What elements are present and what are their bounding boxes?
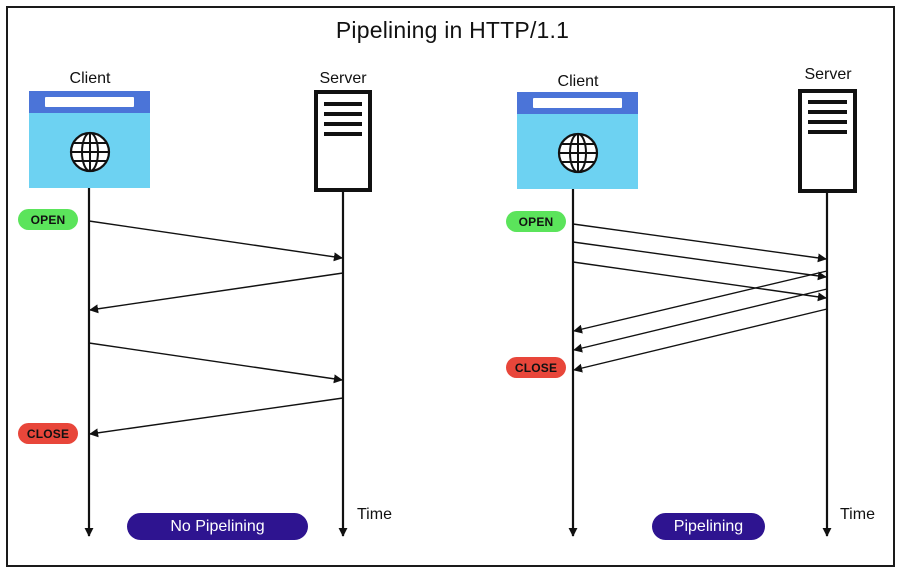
left-caption-badge: No Pipelining [127,513,308,540]
right-request-3-arrow [572,261,827,302]
left-open-badge: OPEN [18,209,78,230]
globe-icon [557,132,599,174]
left-request-2-arrow [88,342,343,384]
left-client-label: Client [69,70,111,87]
right-response-1-arrow [573,270,828,334]
diagram-title: Pipelining in HTTP/1.1 [335,17,570,43]
left-time-label: Time [357,506,392,523]
right-open-badge: OPEN [506,211,566,232]
globe-icon [69,131,111,173]
right-close-badge: CLOSE [506,357,566,378]
left-close-badge: CLOSE [18,423,78,444]
right-server-label: Server [804,66,852,83]
left-response-1-arrow [89,272,344,314]
right-time-label: Time [840,506,875,523]
right-request-2-arrow [572,241,827,281]
left-server-icon [314,90,372,192]
left-server-label: Server [319,70,367,87]
left-response-2-arrow [89,397,344,438]
left-client-browser-icon [29,91,150,188]
right-request-1-arrow [572,223,827,263]
right-caption-badge: Pipelining [652,513,765,540]
right-response-2-arrow [573,288,828,353]
right-client-browser-icon [517,92,638,189]
right-response-3-arrow [573,308,828,373]
right-server-icon [798,89,857,193]
left-request-1-arrow [88,220,343,262]
right-client-label: Client [557,73,599,90]
